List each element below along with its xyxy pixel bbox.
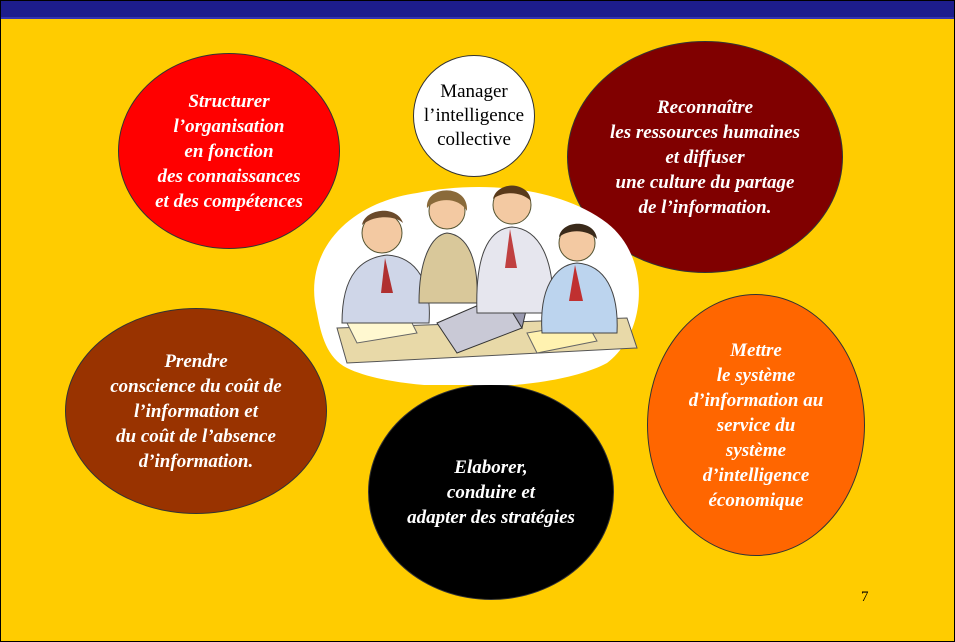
bubble-manager-text: Manager l’intelligence collective [423, 81, 525, 150]
bubble-elaborer-text: Elaborer, conduire et adapter des straté… [407, 456, 575, 528]
bubble-elaborer: Elaborer, conduire et adapter des straté… [368, 384, 614, 600]
bubble-mettre: Mettre le système d’information au servi… [647, 294, 865, 556]
bubble-manager: Manager l’intelligence collective [413, 55, 535, 177]
page-number: 7 [861, 589, 869, 605]
bubble-reconnaitre-text: Reconnaître les ressources humaines et d… [609, 96, 801, 218]
bubble-prendre: Prendre conscience du coût de l’informat… [65, 308, 327, 514]
team-meeting-illustration [314, 185, 639, 385]
bubble-structurer: Structurer l’organisation en fonction de… [118, 53, 340, 249]
bubble-mettre-text: Mettre le système d’information au servi… [688, 339, 824, 511]
bubble-structurer-text: Structurer l’organisation en fonction de… [155, 90, 303, 212]
header-bar-underline [1, 17, 954, 19]
header-bar [1, 1, 954, 17]
bubble-prendre-text: Prendre conscience du coût de l’informat… [110, 350, 282, 472]
